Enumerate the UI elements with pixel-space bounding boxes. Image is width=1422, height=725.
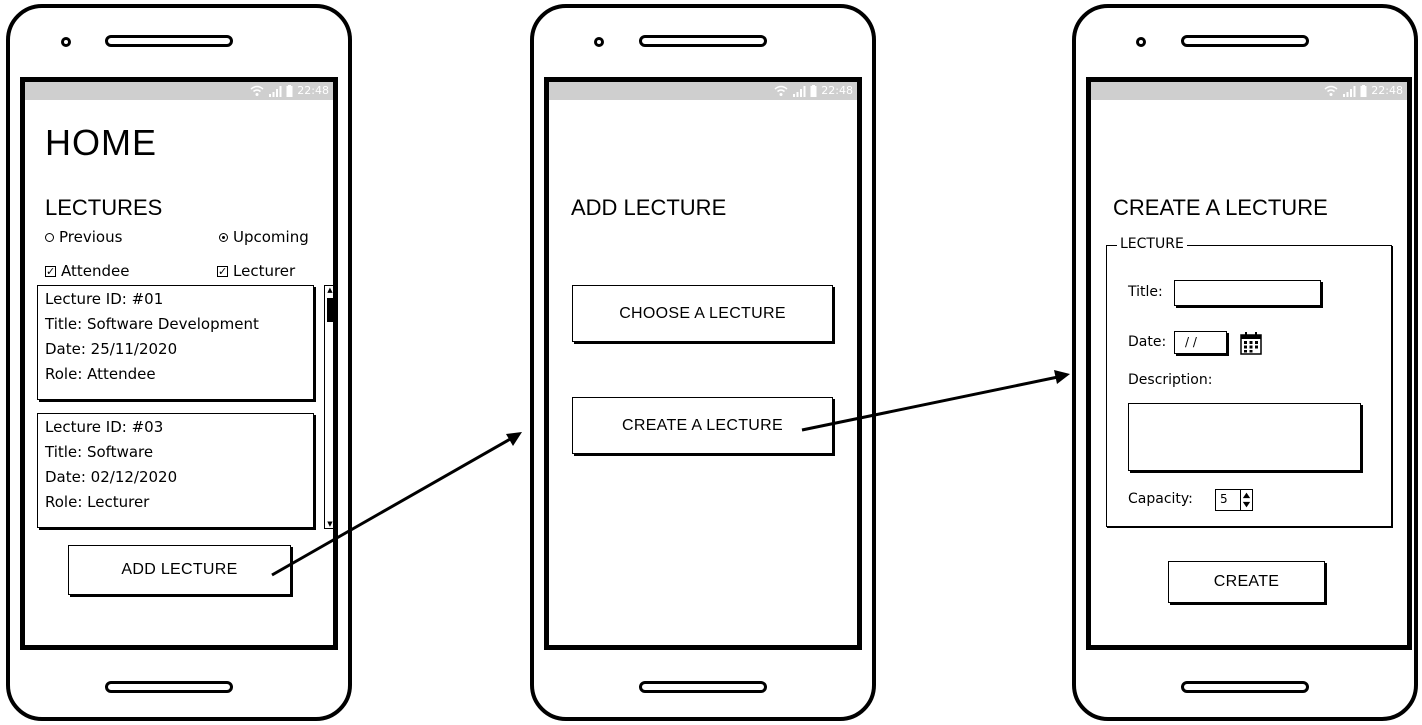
phone-create-lecture: 22:48 CREATE A LECTURE LECTURE Title: Da…: [1072, 4, 1418, 721]
speaker-grille: [105, 35, 233, 47]
page-title: HOME: [45, 122, 157, 163]
stepper-arrows-icon[interactable]: [1240, 490, 1252, 510]
list-scrollbar[interactable]: ▲ ▼: [324, 285, 333, 529]
title-input[interactable]: [1174, 280, 1321, 306]
filter-attendee[interactable]: ✓ Attendee: [45, 262, 129, 280]
fieldset-legend: LECTURE: [1117, 236, 1187, 252]
filter-upcoming-label: Upcoming: [233, 228, 309, 246]
signal-icon: [793, 85, 806, 97]
screen-home: 22:48 HOME LECTURES Previous Upcoming ✓ …: [20, 77, 338, 650]
camera-icon: [594, 37, 604, 47]
camera-icon: [61, 37, 71, 47]
battery-icon: [810, 84, 817, 97]
create-button[interactable]: CREATE: [1168, 561, 1325, 603]
status-time: 22:48: [1371, 84, 1403, 97]
lecture-id: Lecture ID: #01: [45, 290, 164, 308]
lecture-id: Lecture ID: #03: [45, 418, 164, 436]
flow-arrow-home-to-add: [271, 432, 522, 577]
filter-upcoming[interactable]: Upcoming: [219, 228, 309, 246]
scroll-down-icon[interactable]: ▼: [327, 520, 333, 528]
capacity-label: Capacity:: [1128, 491, 1193, 507]
wifi-icon: [1324, 85, 1338, 96]
filter-previous-label: Previous: [59, 228, 123, 246]
home-button[interactable]: [105, 681, 233, 693]
filter-lecturer-label: Lecturer: [233, 262, 296, 280]
checkbox-checked-icon: ✓: [217, 264, 228, 278]
add-lecture-button[interactable]: ADD LECTURE: [68, 545, 291, 595]
wifi-icon: [774, 85, 788, 96]
lecture-fieldset: LECTURE Title: Date: / / Description:: [1106, 236, 1392, 527]
capacity-value: 5: [1220, 492, 1228, 506]
capacity-stepper[interactable]: 5: [1215, 489, 1253, 511]
lecture-date: Date: 25/11/2020: [45, 340, 178, 358]
lecture-title: Title: Software Development: [45, 315, 259, 333]
radio-selected-icon: [219, 232, 228, 242]
date-placeholder: / /: [1185, 335, 1197, 349]
status-time: 22:48: [821, 84, 853, 97]
filter-previous[interactable]: Previous: [45, 228, 122, 246]
title-label: Title:: [1128, 284, 1163, 300]
lecture-card[interactable]: Lecture ID: #03 Title: Software Date: 02…: [37, 413, 314, 528]
lecture-card[interactable]: Lecture ID: #01 Title: Software Developm…: [37, 285, 314, 400]
screen-create-lecture: 22:48 CREATE A LECTURE LECTURE Title: Da…: [1086, 77, 1412, 650]
description-label: Description:: [1128, 372, 1213, 388]
lecture-title: Title: Software: [45, 443, 154, 461]
speaker-grille: [1181, 35, 1309, 47]
home-button[interactable]: [1181, 681, 1309, 693]
lecture-role: Role: Lecturer: [45, 493, 150, 511]
page-title: ADD LECTURE: [571, 195, 727, 220]
scroll-thumb[interactable]: [327, 298, 333, 322]
description-textarea[interactable]: [1128, 403, 1361, 471]
phone-home: 22:48 HOME LECTURES Previous Upcoming ✓ …: [6, 4, 352, 721]
signal-icon: [1343, 85, 1356, 97]
battery-icon: [1360, 84, 1367, 97]
signal-icon: [269, 85, 282, 97]
lecture-role: Role: Attendee: [45, 365, 156, 383]
lecture-date: Date: 02/12/2020: [45, 468, 178, 486]
calendar-icon[interactable]: [1240, 331, 1262, 355]
filter-attendee-label: Attendee: [61, 262, 130, 280]
wifi-icon: [250, 85, 264, 96]
date-input[interactable]: / /: [1174, 331, 1227, 354]
phone-add-lecture: 22:48 ADD LECTURE CHOOSE A LECTURE CREAT…: [530, 4, 876, 721]
battery-icon: [286, 84, 293, 97]
status-time: 22:48: [297, 84, 329, 97]
section-title: LECTURES: [45, 195, 163, 220]
camera-icon: [1136, 37, 1146, 47]
flow-arrow-add-to-create: [801, 370, 1070, 432]
checkbox-checked-icon: ✓: [45, 264, 56, 278]
screen-add-lecture: 22:48 ADD LECTURE CHOOSE A LECTURE CREAT…: [544, 77, 862, 650]
choose-lecture-button[interactable]: CHOOSE A LECTURE: [572, 285, 833, 342]
radio-icon: [45, 232, 54, 242]
status-bar: 22:48: [1091, 82, 1407, 100]
scroll-up-icon[interactable]: ▲: [327, 286, 333, 294]
date-label: Date:: [1128, 334, 1167, 350]
status-bar: 22:48: [549, 82, 857, 100]
page-title: CREATE A LECTURE: [1113, 195, 1328, 220]
create-lecture-button[interactable]: CREATE A LECTURE: [572, 397, 833, 454]
filter-lecturer[interactable]: ✓ Lecturer: [217, 262, 295, 280]
home-button[interactable]: [639, 681, 767, 693]
speaker-grille: [639, 35, 767, 47]
status-bar: 22:48: [25, 82, 333, 100]
